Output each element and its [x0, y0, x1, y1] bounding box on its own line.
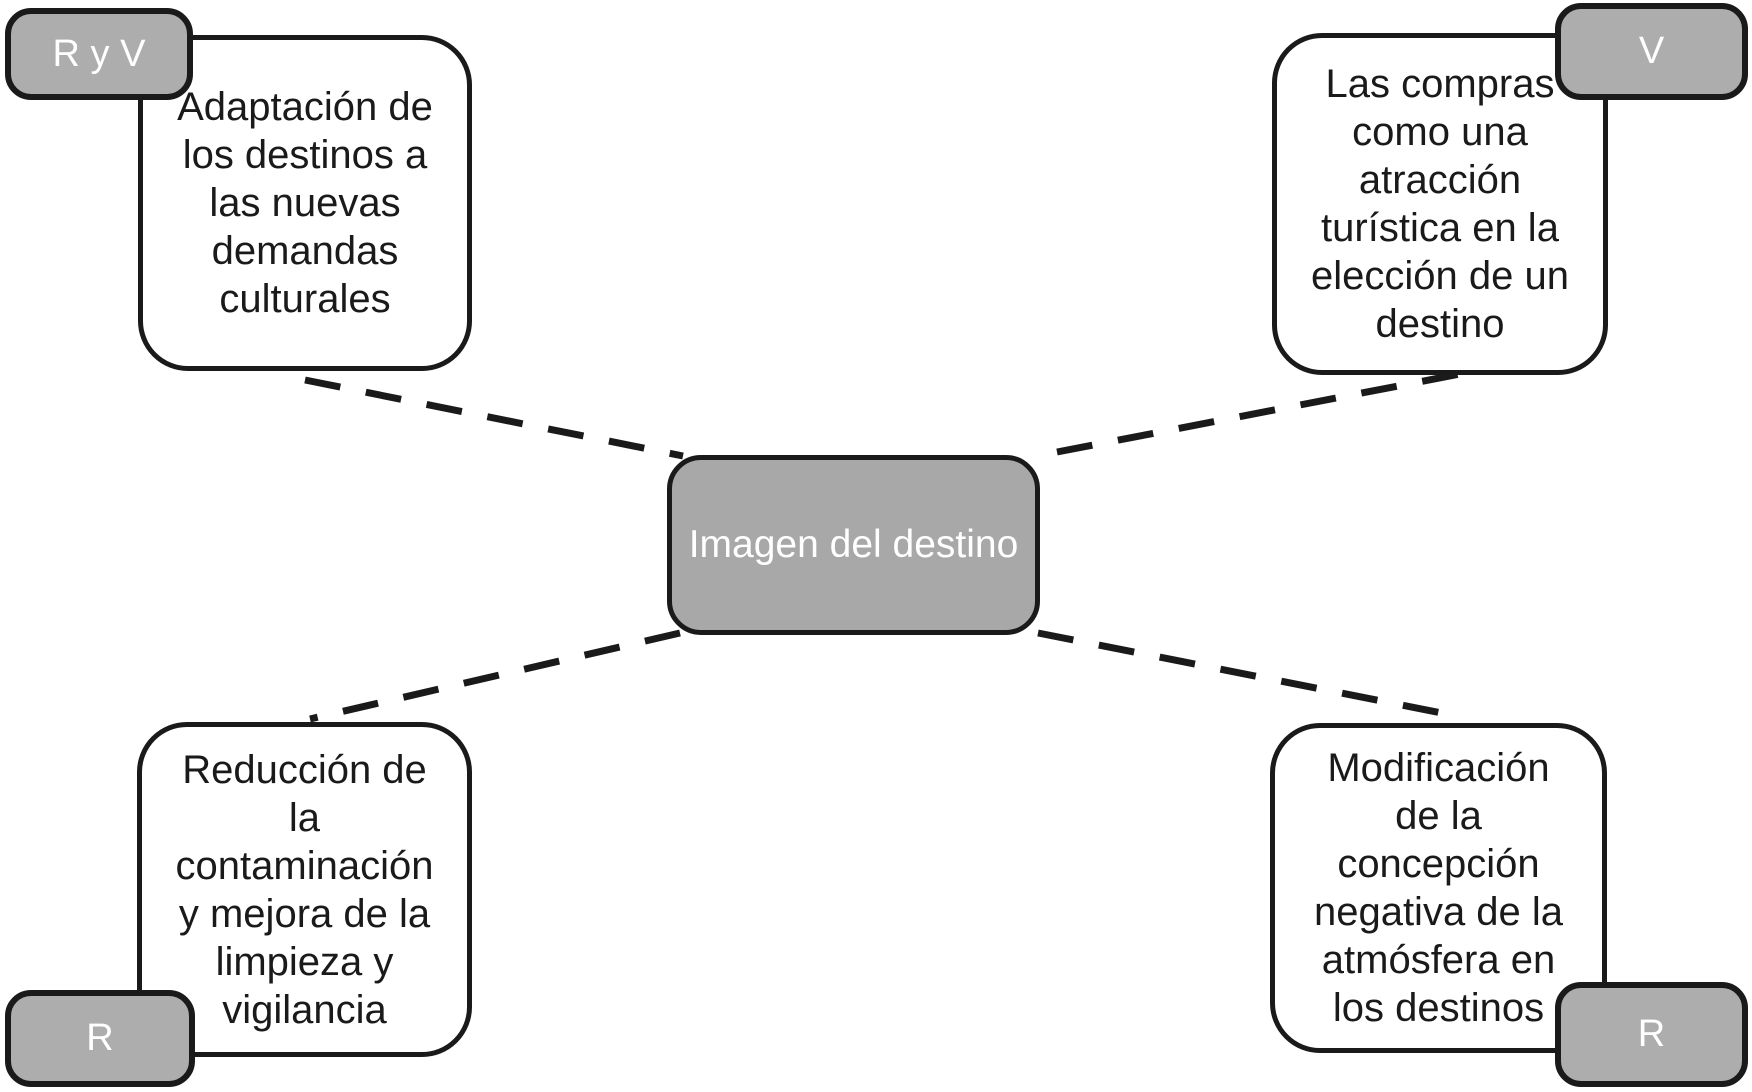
tag-top-left: R y V	[5, 8, 193, 100]
node-bottom-right-text: Modificación de la concepción negativa d…	[1313, 746, 1564, 1030]
tag-top-left-label: R y V	[52, 32, 146, 75]
tag-top-right: V	[1555, 3, 1748, 100]
tag-top-right-label: V	[1638, 30, 1665, 72]
tag-bottom-left-label: R	[86, 1017, 114, 1059]
connector-bottom-right	[1037, 629, 1458, 720]
center-node: Imagen del destino	[667, 455, 1040, 635]
tag-bottom-right: R	[1555, 982, 1748, 1087]
connector-top-left	[304, 376, 684, 460]
center-node-label: Imagen del destino	[688, 523, 1019, 566]
node-bottom-left-text: Reducción de la contaminación y mejora d…	[175, 747, 434, 1032]
node-top-left: Adaptación de los destinos a las nuevas …	[138, 35, 472, 371]
connector-top-right	[1056, 370, 1461, 456]
node-bottom-left: Reducción de la contaminación y mejora d…	[137, 722, 472, 1057]
tag-bottom-right-label: R	[1637, 1013, 1666, 1055]
node-top-right-text: Las compras como una atracción turística…	[1311, 62, 1569, 346]
tag-bottom-left: R	[5, 990, 195, 1087]
node-top-left-text: Adaptación de los destinos a las nuevas …	[177, 85, 433, 321]
connector-bottom-left	[309, 629, 681, 723]
node-top-right: Las compras como una atracción turística…	[1272, 33, 1608, 375]
node-bottom-right: Modificación de la concepción negativa d…	[1270, 723, 1607, 1053]
